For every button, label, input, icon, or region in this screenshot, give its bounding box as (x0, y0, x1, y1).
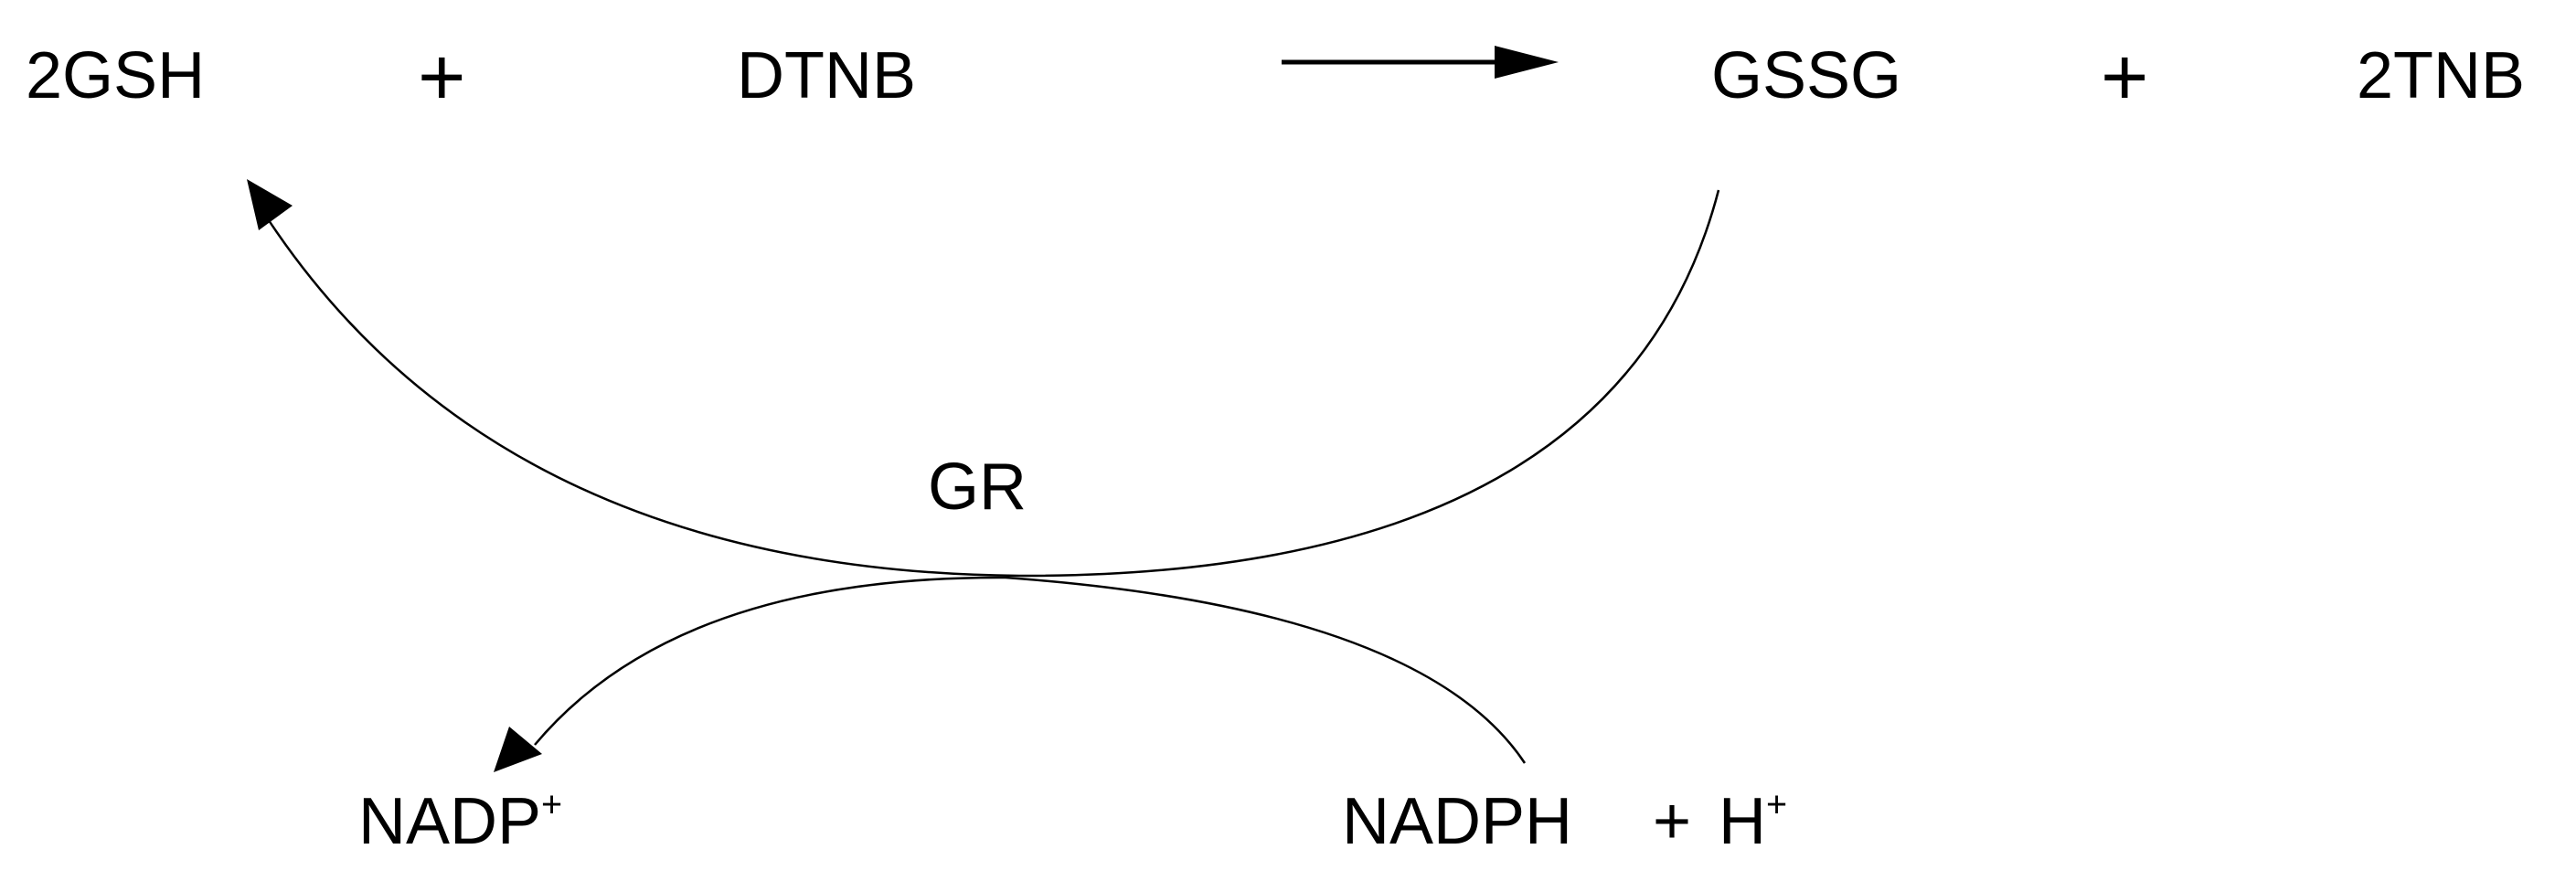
product-gssg: GSSG (1711, 39, 1902, 112)
reaction-arrowhead (1495, 46, 1559, 79)
proton-text: H (1719, 785, 1766, 858)
cofactor-oxidation-arc (494, 576, 1527, 772)
nadp-arrowhead (494, 727, 542, 772)
reactant-dtnb: DTNB (737, 39, 916, 112)
nadp-text: NADP (358, 785, 542, 858)
reaction-arrow (1282, 46, 1559, 79)
plus-sign-1: + (418, 32, 466, 123)
gsh-arrowhead (247, 179, 293, 230)
nadp-charge: + (541, 784, 563, 825)
cofactor-nadph: NADPH (1342, 785, 1573, 858)
proton-charge: + (1766, 784, 1788, 825)
enzyme-gr-label: GR (928, 451, 1027, 524)
product-2tnb: 2TNB (2357, 39, 2526, 112)
reactant-2gsh: 2GSH (26, 39, 206, 112)
cofactor-plus-sign: + (1653, 785, 1692, 858)
cofactor-nadp-plus: NADP+ (358, 787, 562, 854)
plus-sign-2: + (2101, 32, 2149, 123)
cofactor-proton: H+ (1719, 787, 1787, 854)
glutathione-reduction-arc (247, 179, 1720, 578)
